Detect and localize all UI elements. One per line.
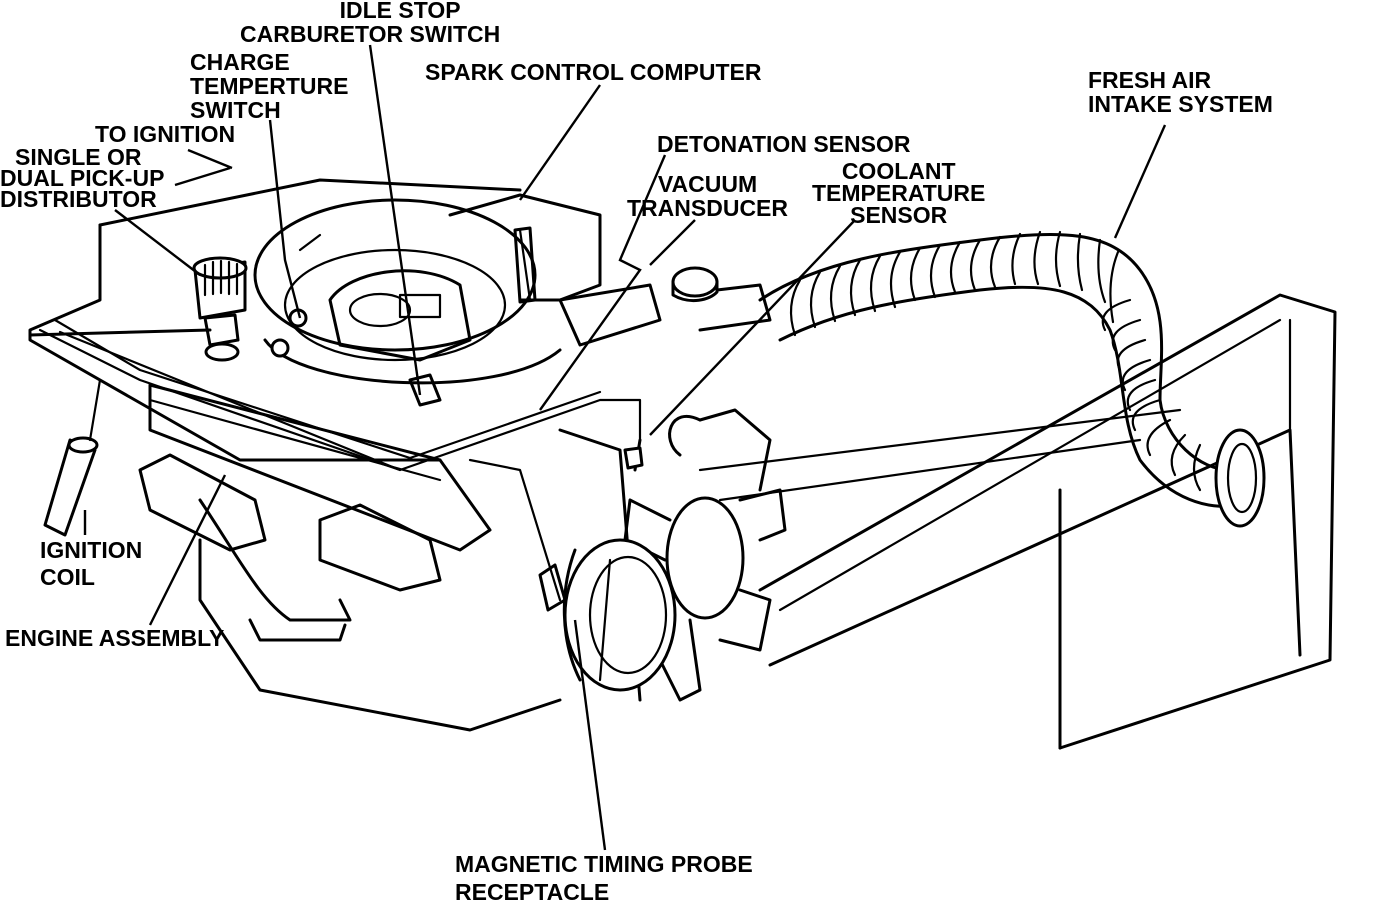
- label-charge-temp-line2: TEMPERTURE: [190, 73, 349, 99]
- leader-detonation: [539, 154, 667, 411]
- label-charge-temp-line3: SWITCH: [190, 97, 281, 123]
- label-distributor-line3: DISTRIBUTOR: [0, 186, 157, 212]
- crank-pulley: [538, 538, 677, 692]
- label-coolant-line3: SENSOR: [850, 202, 948, 228]
- radiator-shroud: [698, 293, 1337, 750]
- label-vacuum: VACUUM TRANSDUCER: [627, 172, 788, 220]
- label-coolant-line2: TEMPERATURE: [812, 180, 986, 206]
- leader-idle-stop: [368, 44, 422, 396]
- label-idle-stop-line1: IDLE STOP: [339, 0, 461, 23]
- leader-to-ignition: [187, 148, 233, 170]
- leader-timing-probe: [573, 619, 607, 851]
- leader-lines: [83, 44, 1167, 851]
- label-spark-control: SPARK CONTROL COMPUTER: [425, 60, 762, 84]
- label-engine-assembly: ENGINE ASSEMBLY: [5, 626, 224, 650]
- label-distributor-line2: DUAL PICK-UP: [0, 165, 165, 191]
- label-fresh-air: FRESH AIR INTAKE SYSTEM: [1088, 68, 1273, 116]
- label-detonation: DETONATION SENSOR: [657, 132, 910, 156]
- label-timing-probe-line1: MAGNETIC TIMING PROBE: [455, 851, 753, 877]
- label-timing-probe: MAGNETIC TIMING PROBE RECEPTACLE: [455, 850, 753, 900]
- fresh-air-hose: [758, 230, 1266, 528]
- label-detonation-line1: DETONATION SENSOR: [657, 131, 911, 157]
- label-coolant-line1: COOLANT: [841, 158, 956, 184]
- label-ignition-coil: IGNITION COIL: [40, 537, 142, 591]
- thermostat-housing: [623, 266, 772, 472]
- label-to-ignition: TO IGNITION: [95, 122, 235, 146]
- leader-vacuum: [649, 219, 696, 266]
- air-cleaner: [253, 198, 562, 407]
- leader-coolant: [649, 219, 856, 436]
- ignition-coil: [43, 378, 102, 537]
- leader-distributor: [114, 209, 201, 276]
- spark-control-computer: [448, 193, 662, 347]
- label-idle-stop: IDLE STOP CARBURETOR SWITCH: [240, 0, 500, 46]
- label-to-ignition-line1: TO IGNITION: [95, 121, 236, 147]
- label-charge-temp-line1: CHARGE: [190, 49, 290, 75]
- distributor: [192, 256, 248, 362]
- label-vacuum-line1: VACUUM: [657, 171, 758, 197]
- label-distributor: SINGLE OR DUAL PICK-UP DISTRIBUTOR: [0, 144, 165, 212]
- label-idle-stop-line2: CARBURETOR SWITCH: [240, 21, 501, 47]
- leader-charge-temp: [268, 119, 302, 319]
- label-timing-probe-line2: RECEPTACLE: [455, 879, 610, 900]
- label-distributor-line1: SINGLE OR: [15, 144, 142, 170]
- fan: [623, 408, 787, 702]
- leader-engine-assembly: [148, 474, 227, 626]
- label-vacuum-line2: TRANSDUCER: [627, 195, 788, 221]
- label-ignition-coil-line2: COIL: [40, 564, 95, 590]
- label-charge-temp: CHARGE TEMPERTURE SWITCH: [190, 50, 348, 122]
- wiring-harness: [38, 233, 642, 472]
- label-spark-control-line1: SPARK CONTROL COMPUTER: [425, 59, 762, 85]
- label-fresh-air-line1: FRESH AIR: [1088, 67, 1212, 93]
- label-engine-assembly-line1: ENGINE ASSEMBLY: [5, 625, 225, 651]
- label-fresh-air-line2: INTAKE SYSTEM: [1088, 91, 1273, 117]
- leader-fresh-air: [1113, 124, 1167, 239]
- label-coolant: COOLANT TEMPERATURE SENSOR: [812, 158, 986, 228]
- label-ignition-coil-line1: IGNITION: [40, 537, 143, 563]
- leader-spark-control: [519, 84, 601, 201]
- leader-to-ignition-b: [174, 166, 231, 187]
